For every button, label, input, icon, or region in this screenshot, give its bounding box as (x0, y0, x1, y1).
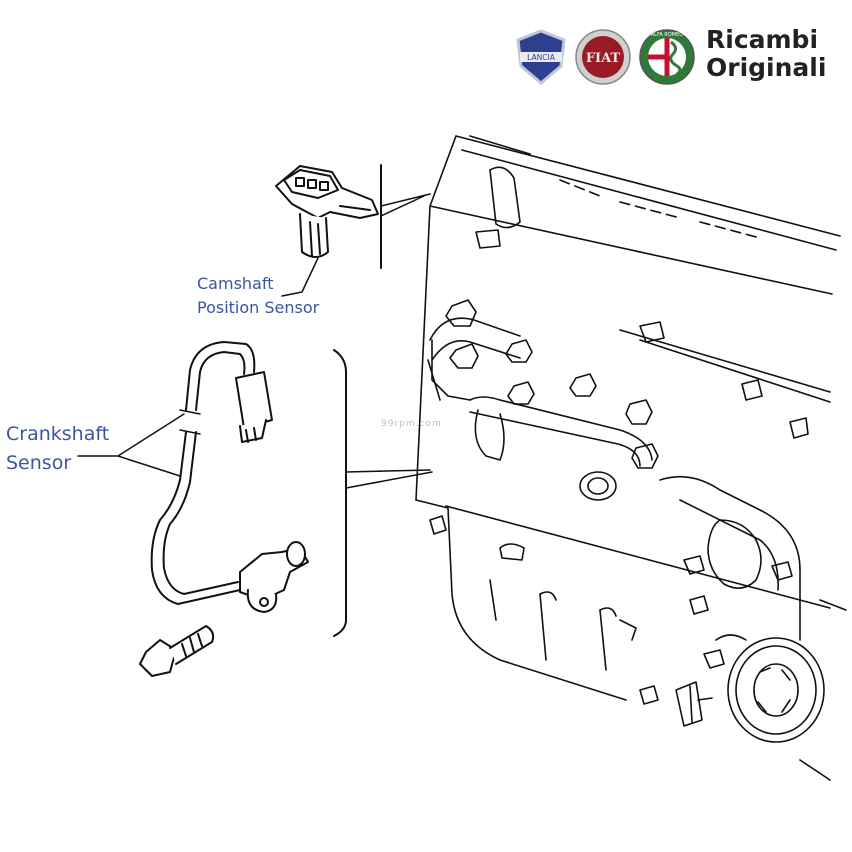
brand-header: LANCIA FIAT ALFA ROMEO Ricambi Originali (484, 14, 836, 100)
camshaft-label-line-2: Position Sensor (197, 298, 320, 317)
alfa-romeo-logo: ALFA ROMEO (639, 29, 695, 85)
brand-title: Ricambi Originali (706, 26, 826, 82)
crankshaft-label: Crankshaft Sensor (6, 420, 109, 478)
crankshaft-sensor-drawing (139, 341, 309, 677)
svg-text:ALFA ROMEO: ALFA ROMEO (651, 32, 684, 38)
camshaft-label: Camshaft Position Sensor (197, 272, 319, 320)
brand-line-1: Ricambi (706, 25, 819, 54)
svg-text:FIAT: FIAT (586, 51, 621, 66)
svg-text:LANCIA: LANCIA (527, 53, 556, 62)
camshaft-pointer (380, 193, 431, 217)
crankshaft-label-line-2: Sensor (6, 452, 72, 474)
camshaft-sensor-drawing (275, 165, 379, 258)
crankshaft-pointer (345, 469, 433, 489)
crankshaft-leader-line (77, 413, 185, 477)
brand-line-2: Originali (706, 53, 827, 82)
lancia-logo: LANCIA (516, 29, 566, 85)
fiat-logo: FIAT (575, 29, 631, 85)
engine-block-drawing (415, 135, 847, 781)
crankshaft-label-line-1: Crankshaft (6, 423, 110, 445)
camshaft-label-line-1: Camshaft (197, 274, 274, 293)
crankshaft-bracket (333, 349, 347, 637)
camshaft-leader-line (281, 257, 319, 297)
watermark: 99rpm.com (381, 419, 442, 429)
